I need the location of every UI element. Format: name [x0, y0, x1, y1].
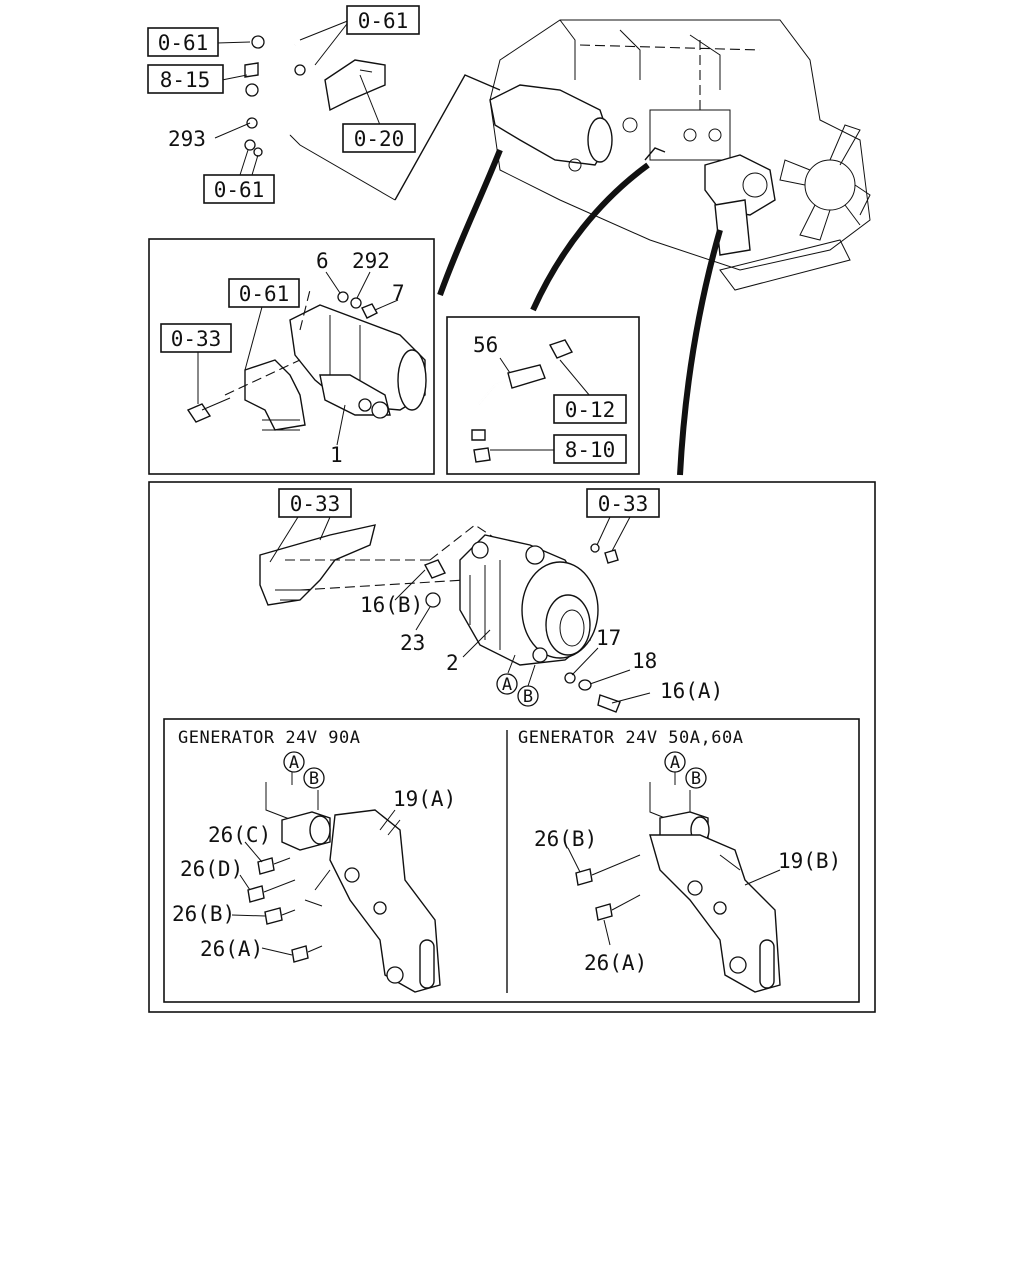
label-50a60a-bracket: 19(B) — [778, 849, 841, 873]
variant-panel — [163, 718, 860, 1003]
label-starter-washer: 6 — [316, 249, 329, 273]
label-generator: 2 — [446, 651, 459, 675]
label-generator-bolt-b: 16(B) — [360, 593, 423, 617]
starter-illustration — [186, 271, 427, 446]
marker-generator-b: B — [517, 685, 539, 707]
marker-50a60a-b: B — [685, 767, 707, 789]
marker-90a-b: B — [303, 767, 325, 789]
svg-text:A: A — [670, 753, 680, 773]
svg-text:0-33: 0-33 — [290, 492, 341, 516]
svg-text:0-33: 0-33 — [171, 327, 222, 351]
label-90a-bolt-c: 26(C) — [208, 823, 271, 847]
svg-text:8-10: 8-10 — [565, 438, 616, 462]
label-starter-lockwasher: 292 — [352, 249, 390, 273]
engine-generator-illustration — [704, 154, 776, 256]
ref-hose-left[interactable]: 0-61 — [147, 27, 219, 57]
engine-illustration — [489, 19, 871, 291]
label-90a-bolt-b: 26(B) — [172, 902, 235, 926]
ref-hose-bracket[interactable]: 0-20 — [342, 123, 416, 153]
label-generator-washer: 17 — [596, 626, 621, 650]
label-starter: 1 — [330, 443, 343, 467]
label-50a60a-bolt-a: 26(A) — [584, 951, 647, 975]
starter-panel — [148, 238, 435, 475]
svg-text:0-61: 0-61 — [158, 31, 209, 55]
fan-illustration — [779, 124, 871, 241]
engine-starter-illustration — [489, 84, 613, 172]
bracket-90a-illustration — [231, 770, 441, 993]
label-90a-bolt-a: 26(A) — [200, 937, 263, 961]
sensor-illustration — [471, 339, 591, 463]
svg-text:A: A — [289, 753, 299, 773]
label-generator-spacer: 18 — [632, 649, 657, 673]
svg-text:B: B — [523, 687, 533, 707]
svg-text:0-61: 0-61 — [214, 178, 265, 202]
leader-starter — [437, 148, 503, 297]
svg-text:0-20: 0-20 — [354, 127, 405, 151]
generator-panel — [148, 481, 876, 1013]
label-sensor: 56 — [473, 333, 498, 357]
variant-90a-title: GENERATOR 24V 90A — [178, 728, 361, 748]
label-50a60a-bolt-b: 26(B) — [534, 827, 597, 851]
label-generator-nut: 23 — [400, 631, 425, 655]
marker-90a-a: A — [283, 751, 305, 773]
ref-hose-plug[interactable]: 8-15 — [147, 64, 224, 94]
ref-hose-bottom[interactable]: 0-61 — [203, 174, 275, 204]
ref-sensor-harness[interactable]: 8-10 — [553, 434, 627, 464]
marker-generator-a: A — [496, 673, 518, 695]
svg-text:B: B — [309, 769, 319, 789]
leader-generator — [677, 229, 723, 476]
label-generator-bolt-a: 16(A) — [660, 679, 723, 703]
svg-text:0-61: 0-61 — [239, 282, 290, 306]
generator-illustration — [259, 516, 651, 713]
label-90a-bolt-d: 26(D) — [180, 857, 243, 881]
ref-generator-left-bracket[interactable]: 0-33 — [278, 488, 352, 518]
svg-text:B: B — [691, 769, 701, 789]
ref-hose-top[interactable]: 0-61 — [346, 5, 420, 35]
label-hose-washer: 293 — [168, 127, 206, 151]
svg-text:8-15: 8-15 — [160, 68, 211, 92]
sensor-panel — [446, 316, 640, 475]
leader-sensor — [530, 162, 650, 312]
ref-generator-right-bracket[interactable]: 0-33 — [586, 488, 660, 518]
label-90a-bracket: 19(A) — [393, 787, 456, 811]
svg-text:0-61: 0-61 — [358, 9, 409, 33]
ref-starter-bracket[interactable]: 0-61 — [228, 278, 300, 308]
svg-text:0-33: 0-33 — [598, 492, 649, 516]
ref-starter-bolt[interactable]: 0-33 — [160, 323, 232, 353]
label-starter-nut: 7 — [392, 281, 405, 305]
ref-sensor-connector[interactable]: 0-12 — [553, 394, 627, 424]
variant-50a60a-title: GENERATOR 24V 50A,60A — [518, 728, 743, 748]
svg-text:A: A — [502, 675, 512, 695]
marker-50a60a-a: A — [664, 751, 686, 773]
svg-text:0-12: 0-12 — [565, 398, 616, 422]
hose-group — [214, 19, 396, 201]
bracket-50a60a-illustration — [567, 770, 781, 993]
